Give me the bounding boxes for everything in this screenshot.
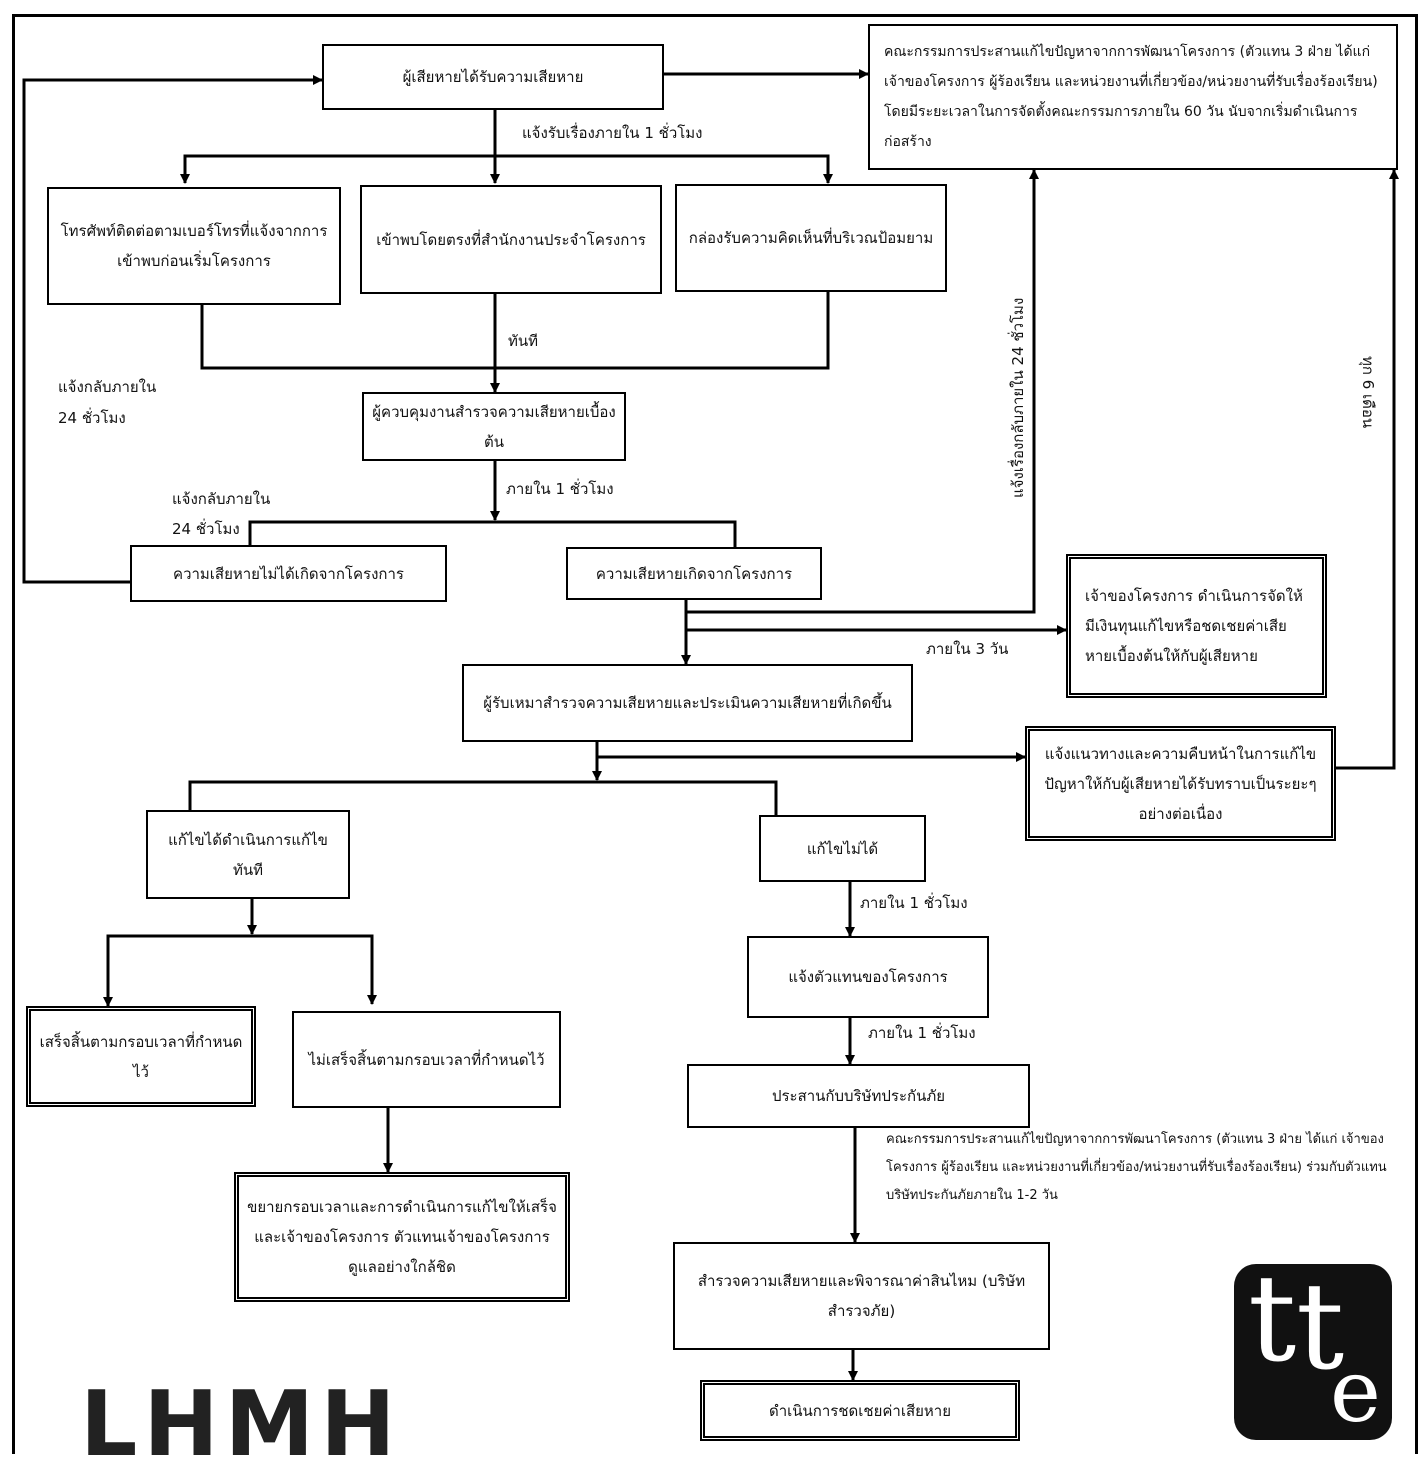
contractor-survey-box: ผู้รับเหมาสำรวจความเสียหายและประเมินความ…	[462, 664, 913, 742]
label-within-1hr-a: ภายใน 1 ชั่วโมง	[506, 480, 614, 498]
inform-progress-box: แจ้งแนวทางและความคืบหน้าในการแก้ไขปัญหาใ…	[1025, 726, 1336, 841]
insurance-coordination-box: ประสานกับบริษัทประกันภัย	[687, 1064, 1030, 1128]
label-committee-note: คณะกรรมการประสานแก้ไขปัญหาจากการพัฒนาโคร…	[886, 1132, 1387, 1203]
label-vertical-24hr: แจ้งเรื่องกลับภายใน 24 ชั่วโมง	[1009, 297, 1027, 498]
phone-channel-box: โทรศัพท์ติดต่อตามเบอร์โทรที่แจ้งจากการเข…	[47, 187, 341, 305]
inform-representative-box: แจ้งตัวแทนของโครงการ	[747, 936, 989, 1018]
fixed-immediately-box: แก้ไขได้ดำเนินการแก้ไขทันที	[146, 810, 350, 899]
label-vertical-6mo: ทุก 6 เดือน	[1359, 356, 1377, 429]
label-notify-1hr: แจ้งรับเรื่องภายใน 1 ชั่วโมง	[522, 124, 703, 142]
comment-box-channel: กล่องรับความคิดเห็นที่บริเวณป้อมยาม	[675, 184, 947, 292]
diagram-frame	[12, 14, 1418, 1454]
label-within-1hr-c: ภายใน 1 ชั่วโมง	[868, 1024, 976, 1042]
label-reply-24-a-line2: 24 ชั่วโมง	[58, 409, 126, 427]
victim-box: ผู้เสียหายได้รับความเสียหาย	[322, 44, 664, 110]
not-done-on-time-box: ไม่เสร็จสิ้นตามกรอบเวลาที่กำหนดไว้	[292, 1011, 561, 1108]
damage-survey-box: สำรวจความเสียหายและพิจารณาค่าสินไหม (บริ…	[673, 1242, 1050, 1350]
extend-timeline-box: ขยายกรอบเวลาและการดำเนินการแก้ไขให้เสร็จ…	[234, 1172, 570, 1302]
label-reply-24-b-line1: แจ้งกลับภายใน	[172, 490, 271, 508]
visit-office-box: เข้าพบโดยตรงที่สำนักงานประจำโครงการ	[360, 185, 662, 294]
owner-fund-box: เจ้าของโครงการ ดำเนินการจัดให้มีเงินทุนแ…	[1066, 554, 1327, 698]
label-reply-24-a-line1: แจ้งกลับภายใน	[58, 378, 157, 396]
done-on-time-box: เสร็จสิ้นตามกรอบเวลาที่กำหนดไว้	[26, 1006, 256, 1107]
compensate-box: ดำเนินการชดเชยค่าเสียหาย	[700, 1380, 1020, 1441]
flow-connectors	[22, 69, 1399, 1381]
supervisor-box: ผู้ควบคุมงานสำรวจความเสียหายเบื้องต้น	[362, 392, 626, 461]
label-within-3-days: ภายใน 3 วัน	[926, 640, 1009, 658]
label-within-1hr-b: ภายใน 1 ชั่วโมง	[860, 894, 968, 912]
not-from-project-box: ความเสียหายไม่ได้เกิดจากโครงการ	[130, 545, 447, 602]
tte-logo: t t e	[1234, 1264, 1392, 1440]
committee-box: คณะกรรมการประสานแก้ไขปัญหาจากการพัฒนาโคร…	[868, 24, 1398, 170]
from-project-box: ความเสียหายเกิดจากโครงการ	[566, 547, 822, 600]
label-immediately: ทันที	[508, 332, 539, 350]
label-reply-24-b-line2: 24 ชั่วโมง	[172, 520, 240, 538]
watermark-text: LHMH	[80, 1372, 402, 1477]
cannot-fix-box: แก้ไขไม่ได้	[759, 815, 926, 882]
